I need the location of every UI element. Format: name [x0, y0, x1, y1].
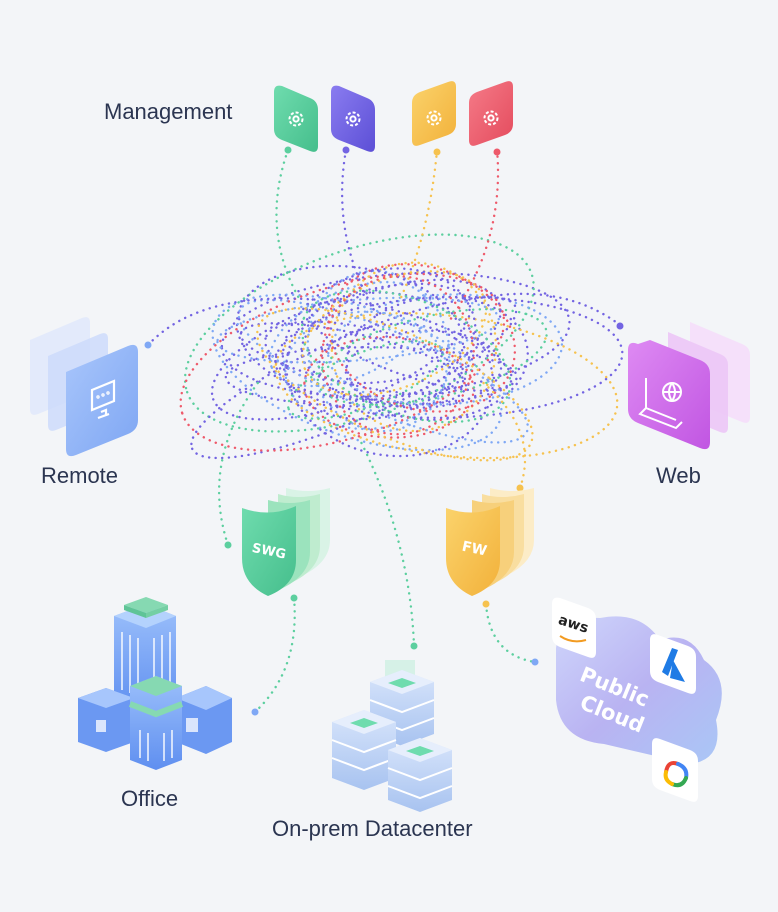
swg-label: SWG	[250, 541, 287, 563]
fw-label: FW	[460, 539, 488, 560]
aws-logo-card: aws	[552, 597, 596, 658]
endpoint-dot	[251, 708, 259, 716]
gear-icon	[483, 110, 499, 126]
endpoint-dot	[342, 146, 350, 154]
line-mgmt-purple	[340, 148, 382, 322]
tangle-loop	[256, 307, 534, 462]
line-remote	[146, 297, 322, 347]
endpoint-dot	[531, 658, 539, 666]
tangle-loop	[274, 295, 624, 420]
tangle-loop	[307, 300, 513, 392]
gear-icon	[426, 110, 442, 126]
gcp-icon	[663, 761, 689, 788]
endpoint-dot	[144, 341, 152, 349]
gear-icon	[345, 111, 361, 127]
line-mgmt-green	[275, 148, 302, 302]
tangle-loop	[284, 310, 448, 431]
endpoint-dot	[433, 148, 441, 156]
management-tile-red[interactable]	[469, 81, 513, 146]
office-building[interactable]	[78, 597, 232, 770]
office-label: Office	[121, 786, 178, 811]
management-label: Management	[104, 99, 232, 124]
management-tiles	[274, 81, 513, 152]
monitor-icon	[90, 379, 116, 420]
tangle-loop	[179, 272, 506, 452]
endpoint-dot	[224, 541, 232, 549]
tangle-loop	[327, 293, 564, 406]
remote-label: Remote	[41, 463, 118, 488]
server-stack-left	[331, 710, 397, 790]
tangle-loop	[190, 295, 518, 460]
tangle-loop	[210, 282, 471, 421]
management-tile-green[interactable]	[274, 85, 318, 152]
tangle-loop	[239, 322, 465, 396]
endpoint-dot	[616, 322, 624, 330]
endpoint-dot	[284, 146, 292, 154]
tangle-loop	[345, 295, 529, 421]
tangle-loop	[286, 339, 444, 420]
tangle-loop	[327, 263, 517, 413]
tangle-loop	[237, 298, 529, 444]
web-label: Web	[656, 463, 701, 488]
line-swg-office	[253, 596, 296, 714]
line-fw-cloud	[484, 602, 537, 664]
azure-logo-card	[650, 634, 696, 694]
tangle-loop	[268, 280, 430, 388]
web-node[interactable]	[628, 322, 750, 450]
endpoint-dot	[410, 642, 418, 650]
tangle-loop	[285, 291, 495, 458]
swg-shield[interactable]: SWG	[242, 488, 330, 596]
line-mgmt-red	[448, 148, 500, 322]
tangle-loop	[321, 275, 475, 436]
tangle-loop	[330, 261, 498, 433]
remote-node[interactable]	[30, 317, 138, 457]
tangle-loop	[316, 307, 548, 407]
tangle-loop	[281, 267, 477, 421]
endpoint-dot	[482, 600, 490, 608]
endpoint-dot	[516, 484, 524, 492]
tangle-loop	[274, 311, 619, 460]
datacenter-label: On-prem Datacenter	[272, 816, 473, 841]
line-swg-up	[217, 378, 262, 547]
tangle-loop	[344, 329, 503, 409]
endpoint-dot	[493, 148, 501, 156]
gear-icon	[288, 111, 304, 127]
line-fw-up	[478, 378, 527, 490]
tangle-loop	[216, 296, 500, 364]
tangle-loop	[220, 271, 571, 398]
connection-lines	[144, 146, 624, 716]
tangle-loop	[224, 346, 518, 408]
endpoint-dot	[290, 594, 298, 602]
gcp-logo-card	[652, 738, 698, 802]
management-tile-purple[interactable]	[331, 85, 375, 152]
azure-icon	[662, 648, 685, 682]
fw-shield[interactable]: FW	[446, 488, 534, 596]
tangle-loop	[306, 269, 451, 433]
datacenter-servers[interactable]	[331, 660, 453, 812]
server-stack-right	[387, 738, 453, 812]
public-cloud[interactable]: Public Cloud aws	[552, 597, 722, 802]
tangle-loop	[211, 293, 503, 452]
tangle-loop	[183, 233, 535, 433]
management-tile-yellow[interactable]	[412, 81, 456, 146]
line-datacenter	[358, 438, 416, 648]
line-mgmt-yellow	[398, 148, 439, 302]
globe-monitor-icon	[638, 378, 683, 430]
